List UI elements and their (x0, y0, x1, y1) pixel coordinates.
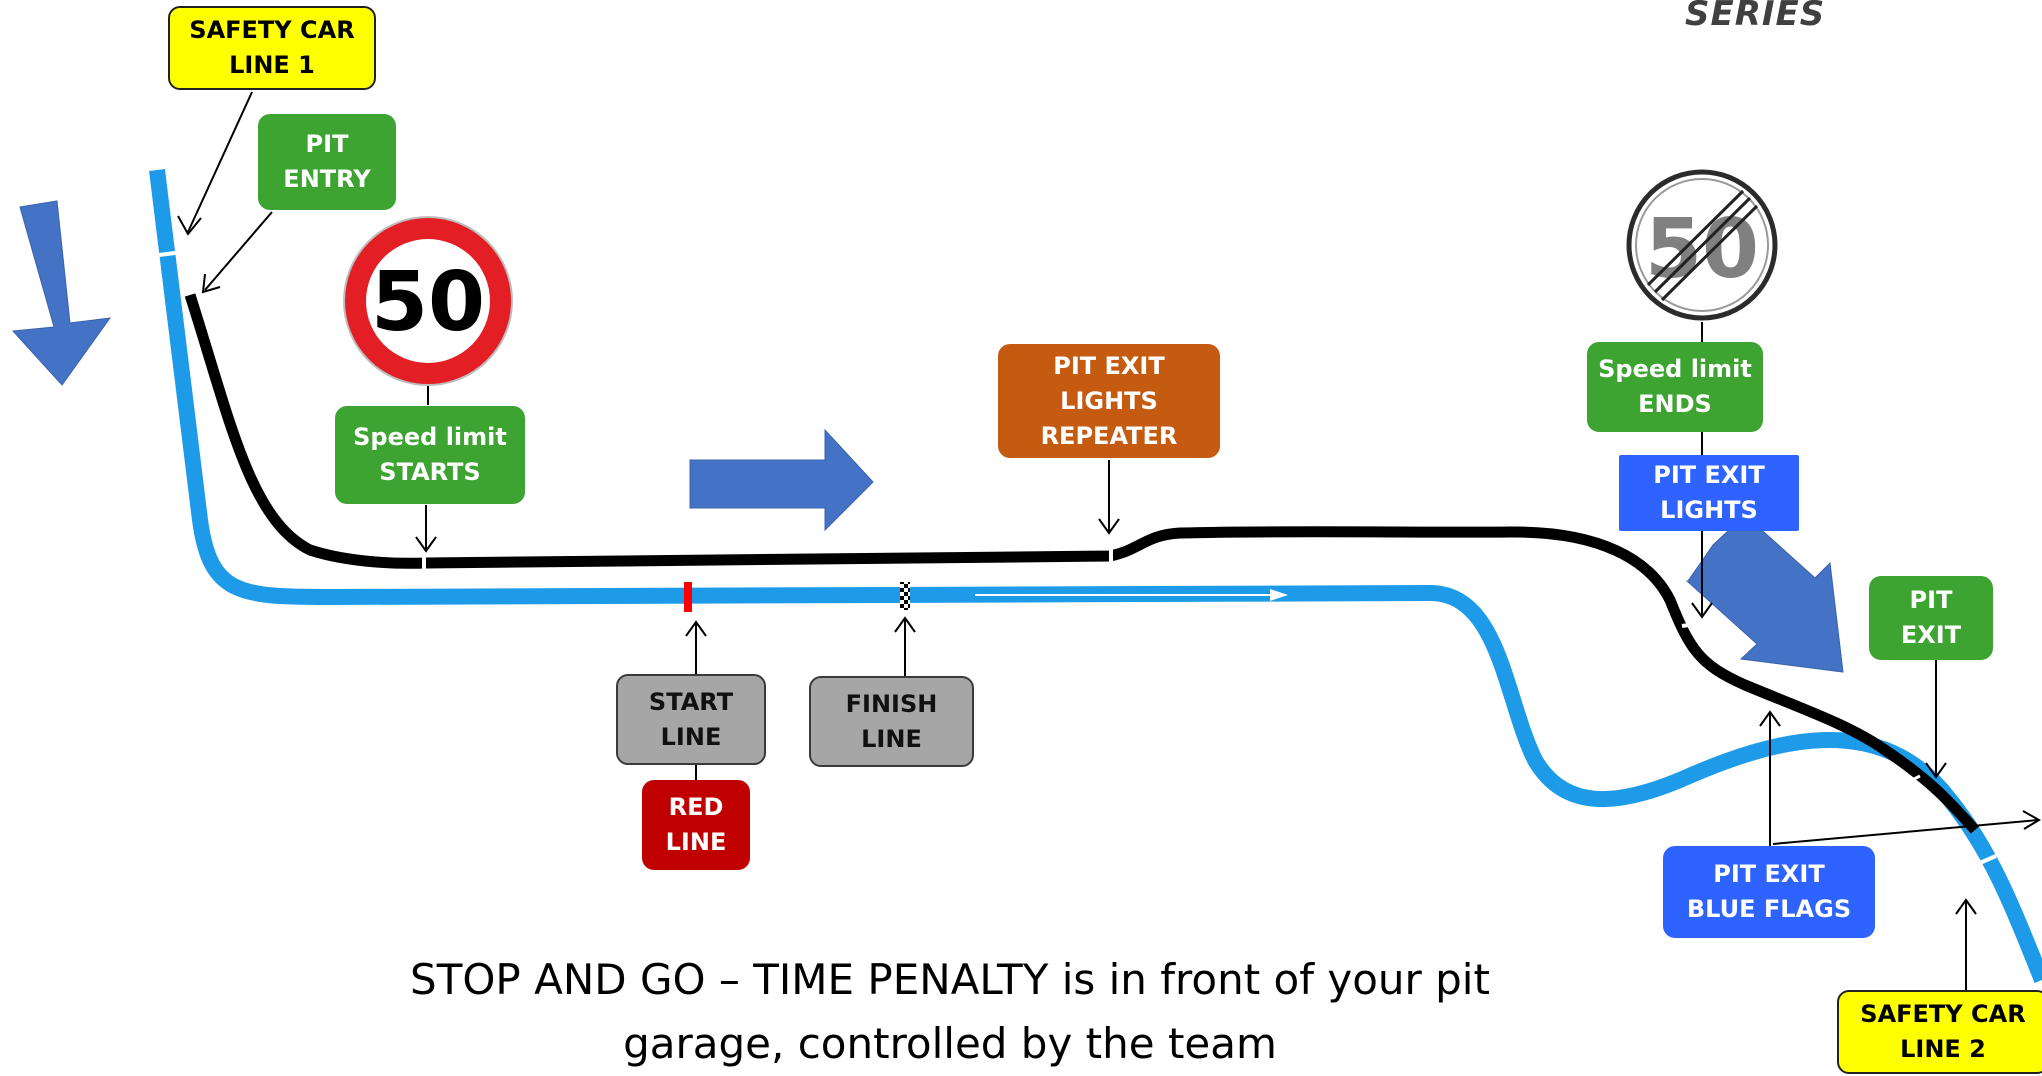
direction-arrow-middle (689, 428, 874, 532)
end-speed-limit-sign: 50 (1626, 169, 1778, 321)
direction-arrow-left (11, 200, 112, 386)
stop-and-go-note: STOP AND GO – TIME PENALTY is in front o… (410, 955, 1490, 1068)
pit-exit-lights-marker (1681, 622, 1697, 628)
finish-line-marker (900, 582, 910, 610)
series-logo: SERIES (1685, 0, 1826, 34)
callout-arrows (177, 91, 2041, 990)
pit-exit-blend-marker (1905, 774, 1921, 785)
safety-car-line-1-marker (150, 250, 184, 258)
start-line-marker (684, 582, 692, 612)
safety-car-line-2-marker (1967, 854, 1997, 870)
end-limit-value: 50 (1645, 202, 1759, 297)
direction-arrow-right (1685, 514, 1844, 673)
direction-arrowhead (1270, 589, 1288, 601)
speed-limit-sign: 50 (343, 216, 513, 405)
speed-limit-value: 50 (371, 255, 485, 350)
pit-lane (184, 293, 1980, 834)
